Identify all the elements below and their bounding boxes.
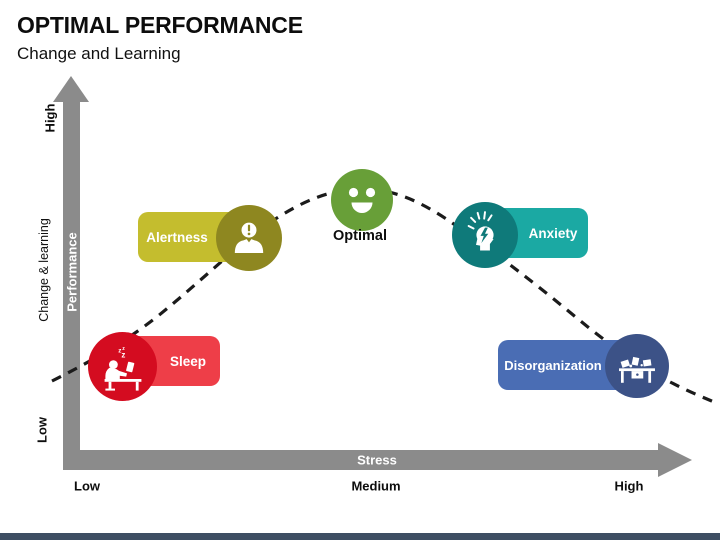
disorganization-circle (605, 334, 669, 398)
stress-axis-label: Stress (357, 452, 397, 468)
svg-text:z: z (121, 350, 125, 359)
x-medium-label: Medium (351, 478, 401, 494)
x-axis-bar (63, 450, 660, 470)
messy-desk-icon (619, 356, 655, 383)
sleeping-at-desk-icon: z z z (104, 346, 141, 391)
y-low-label: Low (34, 417, 50, 443)
page-subtitle: Change and Learning (17, 44, 181, 63)
y-axis-arrow-icon (53, 76, 89, 102)
footer-bar (0, 533, 720, 540)
disorganization-label: Disorganization (504, 357, 602, 373)
x-axis-arrow-icon (658, 443, 692, 477)
optimal-label: Optimal (333, 228, 387, 244)
x-low-label: Low (74, 478, 100, 494)
change-learning-label: Change & learning (37, 218, 51, 322)
performance-axis-label: Performance (64, 232, 80, 312)
x-high-label: High (614, 478, 644, 494)
sleep-label: Sleep (169, 353, 207, 369)
stressed-head-icon (467, 211, 494, 251)
anxiety-circle (452, 202, 518, 268)
alertness-circle (216, 205, 282, 271)
page-title: OPTIMAL PERFORMANCE (17, 12, 303, 38)
smiley-face-icon (348, 187, 376, 213)
sleep-circle: z z z (88, 332, 157, 401)
optimal-circle (331, 169, 393, 231)
alert-person-icon (234, 222, 264, 253)
anxiety-label: Anxiety (528, 225, 578, 241)
y-high-label: High (42, 103, 58, 133)
alertness-label: Alertness (146, 229, 208, 245)
